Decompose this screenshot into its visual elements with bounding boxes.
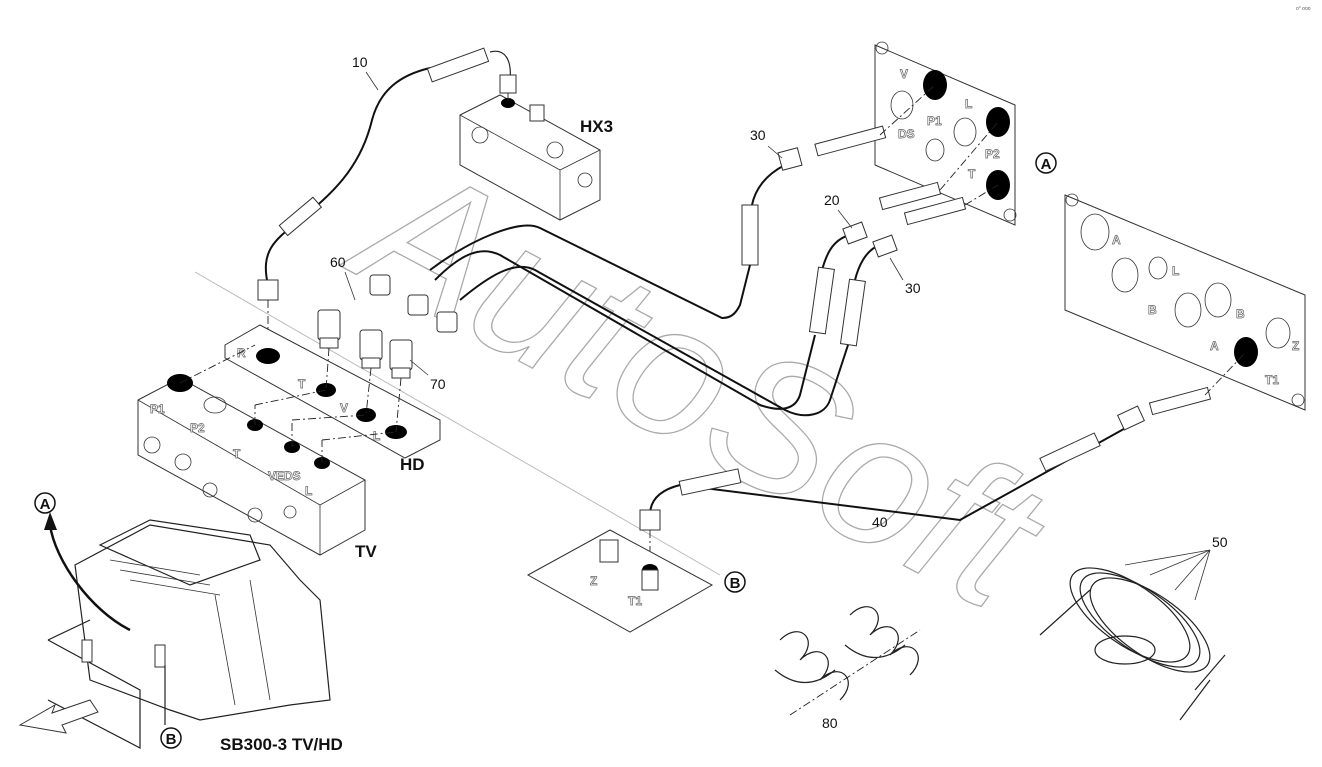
port-label: B (1148, 303, 1157, 317)
view-marker-b (724, 571, 746, 593)
port-label: R (237, 346, 246, 360)
machine-marker-b-label: B (166, 731, 177, 748)
view-marker-a-label: A (1041, 156, 1052, 173)
port-label: DS (898, 127, 915, 141)
port-label: B (1236, 307, 1245, 321)
clamps-50: 50 (1039, 534, 1228, 721)
port-label: P1 (927, 114, 942, 128)
port-label: A (1112, 233, 1121, 247)
hx3-block: HX3 (459, 94, 613, 221)
callout-30-lower: 30 (905, 280, 921, 296)
callout-50: 50 (1212, 534, 1228, 550)
hose-30-upper: 30 (429, 127, 803, 320)
port-label: V (900, 67, 908, 81)
port-label: L (965, 97, 972, 111)
corner-mark: o° ooo (1296, 6, 1311, 12)
tv-label: TV (355, 542, 377, 561)
fittings-60: 60 (317, 254, 458, 369)
port-label: T (298, 377, 306, 391)
port-label: V (340, 401, 348, 415)
callout-40: 40 (872, 514, 888, 530)
hose-30-lower: 30 (459, 234, 921, 417)
callout-20: 20 (824, 192, 840, 208)
guide-line (194, 271, 721, 576)
port-label: L (373, 429, 380, 443)
callout-60: 60 (330, 254, 346, 270)
port-label: L (305, 484, 312, 498)
machine-marker-a-label: A (40, 496, 51, 513)
port-label: Z (1292, 339, 1299, 353)
callout-70: 70 (430, 376, 446, 392)
port-label: VEDS (268, 469, 301, 483)
plate-a-upper: V P1 L DS P2 T A (874, 41, 1057, 226)
fitting-70: 70 (389, 339, 446, 392)
port-label: T (233, 447, 241, 461)
machine-label: SB300-3 TV/HD (220, 735, 343, 754)
port-label: P2 (985, 147, 1000, 161)
clips-80: 80 (774, 606, 921, 731)
view-marker-b-label: B (730, 575, 741, 592)
port-label: P2 (190, 421, 205, 435)
plate-a-nipples (814, 84, 1247, 416)
machine-marker-b (160, 727, 182, 749)
hose-10: 10 (257, 47, 517, 355)
hd-label: HD (400, 455, 425, 474)
port-label: A (1210, 339, 1219, 353)
port-label: P1 (150, 402, 165, 416)
machine-marker-a (34, 492, 56, 514)
callout-80: 80 (822, 715, 838, 731)
view-direction-arrow-icon (18, 699, 99, 734)
machine-sb300: A B SB300-3 TV/HD (18, 492, 343, 754)
hose-20: 20 (434, 192, 868, 410)
port-label: L (1172, 264, 1179, 278)
port-label: T1 (628, 594, 642, 608)
port-label: T1 (1265, 373, 1279, 387)
hose-40: 40 (639, 405, 1146, 565)
callout-30-upper: 30 (750, 127, 766, 143)
plate-b: Z T1 B (526, 529, 746, 633)
plate-a-lower: A L B B A Z T1 (1064, 193, 1306, 411)
hx3-label: HX3 (580, 117, 613, 136)
view-marker-a (1035, 152, 1057, 174)
tv-block: P1 P2 T VEDS L TV (137, 344, 397, 561)
port-label: Z (590, 574, 597, 588)
callout-10: 10 (352, 54, 368, 70)
hd-plate: R T V L HD (224, 324, 441, 474)
port-label: T (968, 167, 976, 181)
